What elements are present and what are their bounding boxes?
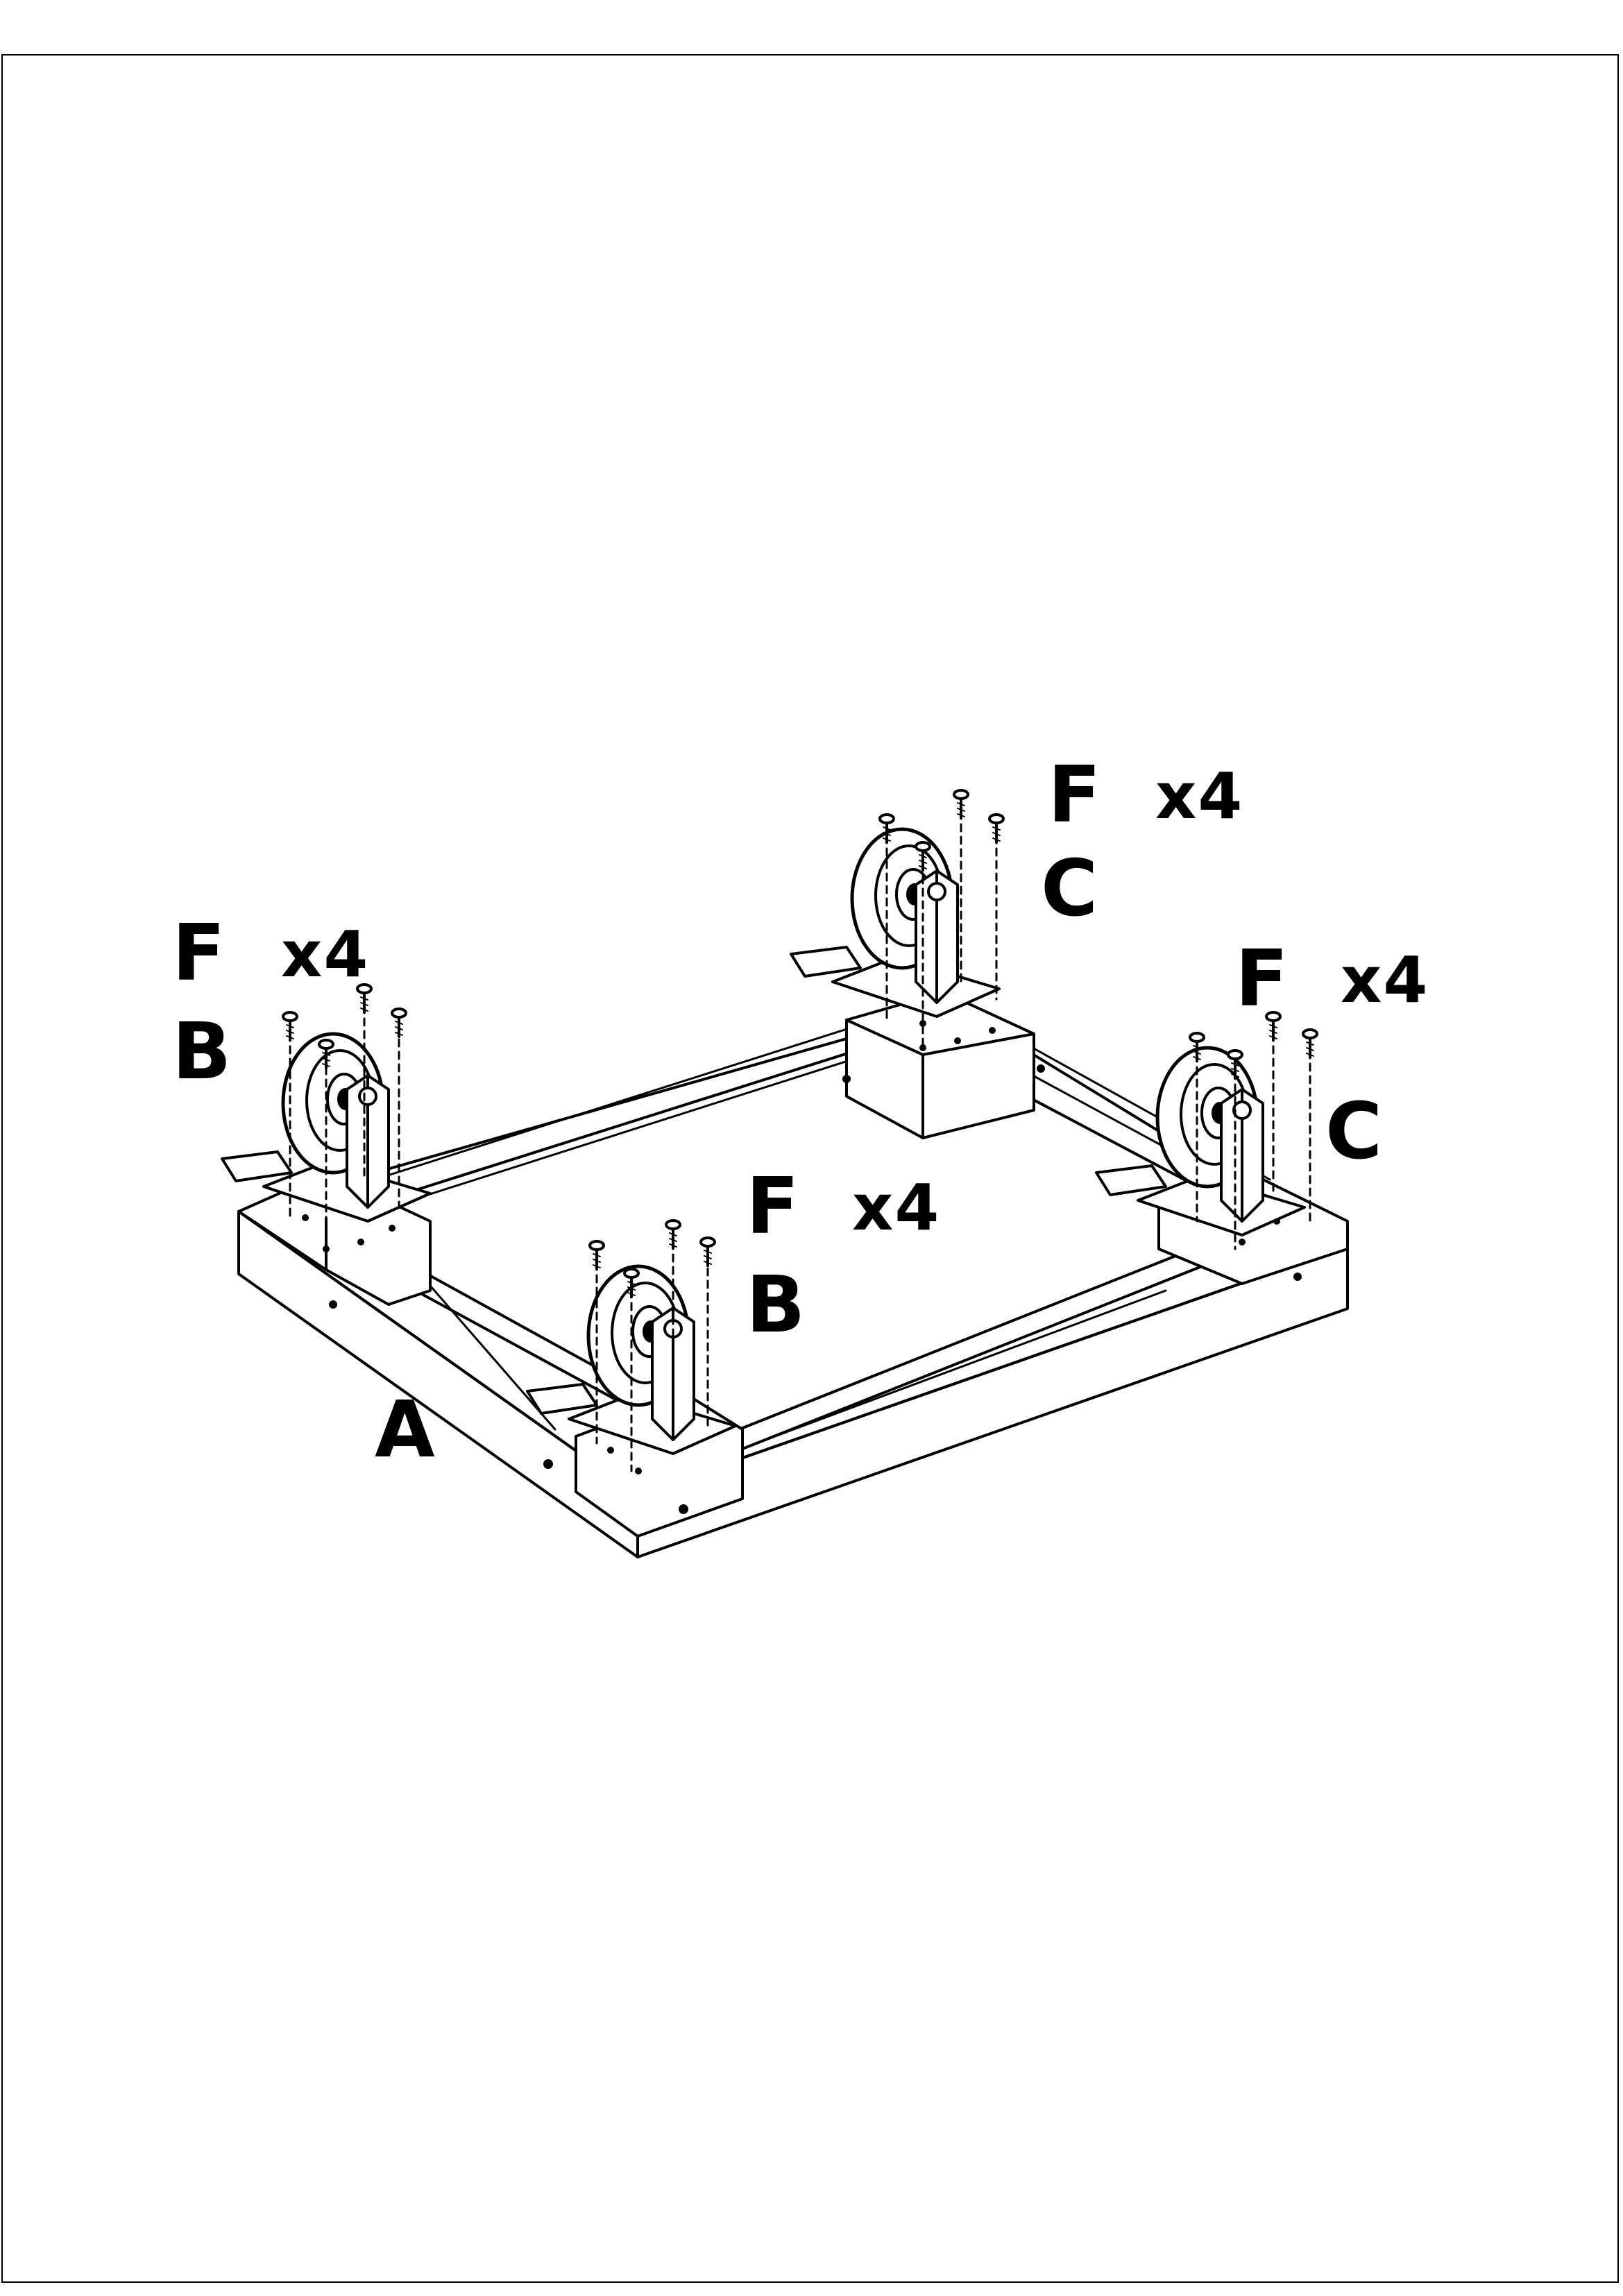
label-part-b-2: B [746, 1260, 806, 1350]
label-part-b-1: B [172, 1007, 232, 1097]
page-border [1, 54, 1619, 2283]
caster-c-back [791, 829, 999, 1017]
label-part-c-2: C [1325, 1087, 1383, 1177]
label-fastener-f-1: F [172, 908, 226, 998]
label-part-c-1: C [1041, 844, 1098, 934]
label-qty-3: x4 [1341, 943, 1429, 1017]
label-qty-4: x4 [852, 1171, 941, 1245]
label-part-a: A [375, 1385, 435, 1475]
label-fastener-f-4: F [746, 1162, 799, 1252]
label-qty-2: x4 [1155, 759, 1244, 833]
label-qty-1: x4 [281, 917, 370, 992]
label-fastener-f-2: F [1048, 750, 1101, 840]
label-fastener-f-3: F [1235, 934, 1289, 1024]
